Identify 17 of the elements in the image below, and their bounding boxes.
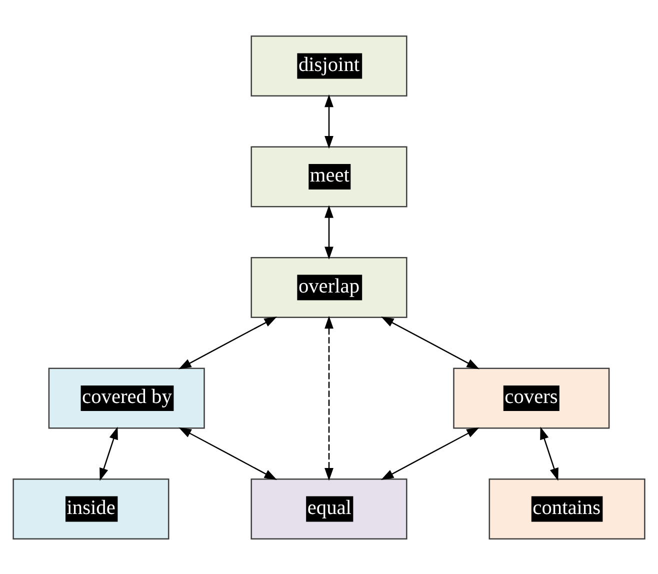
arrow	[540, 426, 558, 480]
arrow	[324, 204, 334, 259]
arrow	[324, 315, 334, 480]
node-box: meet	[250, 146, 408, 207]
arrow	[100, 426, 118, 480]
arrow	[178, 426, 278, 480]
node-box: overlap	[250, 256, 408, 318]
node-box: equal	[250, 478, 408, 540]
arrow	[380, 426, 480, 480]
node-box: inside	[12, 478, 170, 540]
node-box: contains	[488, 478, 646, 540]
arrow	[324, 94, 334, 148]
arrow	[381, 316, 480, 369]
node-box: covered by	[48, 367, 205, 428]
node-box: disjoint	[250, 34, 408, 96]
node-box: covers	[453, 367, 610, 428]
arrow	[178, 316, 277, 369]
